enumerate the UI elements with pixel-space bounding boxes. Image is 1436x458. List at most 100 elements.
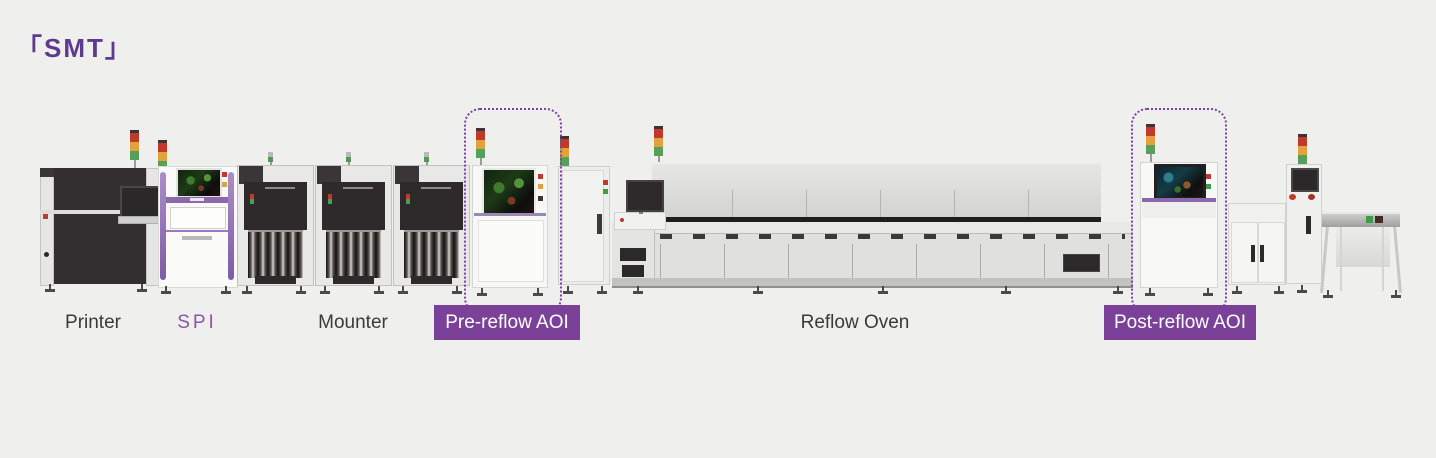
mounter-unit bbox=[237, 152, 314, 296]
machine-foot bbox=[373, 286, 385, 294]
machine-foot bbox=[532, 288, 544, 296]
amber-light bbox=[1298, 146, 1307, 155]
amber-light bbox=[560, 148, 569, 157]
tower-cap bbox=[424, 152, 429, 157]
tower-pole bbox=[1149, 154, 1152, 162]
oven-hood-seams bbox=[732, 190, 1101, 218]
pre-reflow-aoi-machine bbox=[472, 124, 548, 296]
tower-pole bbox=[657, 156, 660, 164]
aoi-mid-section bbox=[1142, 202, 1216, 218]
control-station-machine bbox=[1286, 134, 1322, 296]
mounter-unit bbox=[315, 152, 392, 296]
page-title: 「SMT」 bbox=[16, 33, 133, 63]
spi-accent-stripe-left bbox=[160, 172, 166, 280]
aoi-green-button bbox=[1206, 184, 1211, 189]
machine-foot bbox=[476, 288, 488, 296]
label-text: Reflow Oven bbox=[800, 311, 910, 333]
label-text: Mounter bbox=[318, 311, 388, 333]
post-reflow-aoi-highlight-box bbox=[1131, 108, 1227, 314]
signal-tower-icon bbox=[476, 128, 485, 166]
red-light bbox=[1298, 137, 1307, 146]
spi-red-button bbox=[222, 172, 227, 177]
red-light bbox=[1146, 127, 1155, 136]
oven-base-top-band bbox=[612, 222, 1133, 234]
red-light bbox=[158, 143, 167, 152]
mounter-unit bbox=[393, 152, 470, 296]
pre-reflow-aoi-highlight-box bbox=[464, 108, 562, 314]
mounter-base-band bbox=[333, 276, 374, 284]
mounter-indicator-green bbox=[328, 199, 332, 204]
oven-handle-row bbox=[660, 234, 1125, 239]
station-label-pre-reflow-aoi[interactable]: Pre-reflow AOI bbox=[434, 305, 580, 340]
conveyor-leg bbox=[1320, 224, 1329, 293]
amber-light bbox=[130, 142, 139, 151]
conveyor-leg bbox=[1340, 225, 1342, 291]
door-handle bbox=[1260, 245, 1264, 262]
station-screen bbox=[1291, 168, 1319, 192]
machine-foot bbox=[562, 286, 574, 294]
machine-foot bbox=[596, 286, 608, 294]
oven-vent-grille bbox=[1063, 254, 1100, 272]
mounter-base-band bbox=[255, 276, 296, 284]
machine-foot bbox=[136, 284, 148, 292]
station-label-post-reflow-aoi[interactable]: Post-reflow AOI bbox=[1104, 305, 1256, 340]
reflow-oven-machine bbox=[612, 122, 1133, 296]
oven-base-skirt bbox=[612, 278, 1133, 288]
oven-monitor bbox=[626, 180, 664, 212]
label-text: Printer bbox=[65, 311, 121, 333]
oven-console-button bbox=[620, 218, 624, 222]
post-reflow-aoi-machine bbox=[1140, 120, 1218, 296]
machine-foot bbox=[295, 286, 307, 294]
signal-tower-icon bbox=[130, 130, 139, 172]
green-light bbox=[158, 161, 167, 170]
printer-left-post bbox=[40, 168, 54, 286]
conveyor-back-panel bbox=[1336, 225, 1390, 267]
mounter-indicator-red bbox=[328, 194, 332, 199]
mounter-top-block bbox=[239, 166, 263, 184]
mini-signal-tower-icon bbox=[346, 152, 351, 166]
printer-knob bbox=[44, 252, 49, 257]
aoi-red-button bbox=[538, 174, 543, 179]
tower-pole bbox=[269, 162, 272, 166]
station-label-reflow-oven: Reflow Oven bbox=[780, 305, 930, 340]
machine-foot bbox=[1390, 290, 1402, 298]
machine-foot bbox=[44, 284, 56, 292]
oven-panel-seams bbox=[660, 244, 1130, 280]
mounter-slot bbox=[421, 187, 451, 189]
aoi-lower-cabinet bbox=[478, 220, 544, 282]
machine-foot bbox=[752, 286, 764, 294]
station-dark-button bbox=[1308, 194, 1315, 200]
mounter-gantry-section bbox=[244, 182, 307, 230]
spi-front-panel bbox=[170, 207, 226, 229]
door-handle bbox=[597, 214, 602, 234]
label-text: Post-reflow AOI bbox=[1114, 311, 1246, 333]
machine-foot bbox=[1112, 286, 1124, 294]
feeder-bank bbox=[404, 230, 459, 278]
printer-left-post-cap bbox=[40, 168, 54, 177]
oven-end-vent bbox=[622, 265, 644, 277]
machine-foot bbox=[1144, 288, 1156, 296]
cabinet-green-indicator bbox=[603, 189, 608, 194]
conveyor-table bbox=[1320, 212, 1402, 298]
cabinet-red-indicator bbox=[603, 180, 608, 185]
amber-light bbox=[654, 138, 663, 147]
conveyor-green-button bbox=[1366, 216, 1373, 223]
spi-machine bbox=[156, 140, 238, 296]
green-light bbox=[346, 157, 351, 162]
green-light bbox=[424, 157, 429, 162]
red-light bbox=[130, 133, 139, 142]
machine-foot bbox=[1231, 286, 1243, 294]
oven-end-display bbox=[620, 248, 646, 261]
signal-tower-icon bbox=[1146, 124, 1155, 162]
mounter-indicator-green bbox=[406, 199, 410, 204]
green-light bbox=[560, 157, 569, 166]
mini-signal-tower-icon bbox=[268, 152, 273, 166]
amber-light bbox=[476, 140, 485, 149]
printer-rail bbox=[40, 210, 160, 214]
machine-foot bbox=[1273, 286, 1285, 294]
oven-hood-baseline bbox=[652, 217, 1101, 222]
mounter-base-band bbox=[411, 276, 452, 284]
mounter-top-block bbox=[317, 166, 341, 184]
double-door-cabinet bbox=[1228, 203, 1286, 296]
signal-tower-icon bbox=[654, 126, 663, 164]
